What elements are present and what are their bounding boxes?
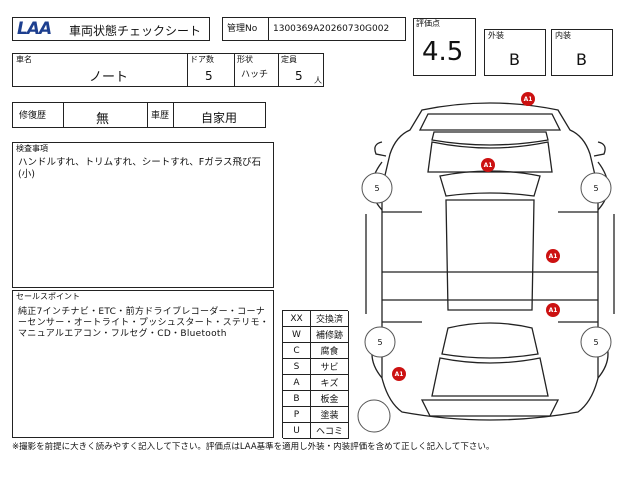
legend-meaning-2: 腐食 [311,343,349,359]
exterior-label: 外装 [488,31,504,40]
legend-code-2: C [283,343,311,359]
rear-right-tire [581,327,611,357]
capacity-label: 定員 [281,55,297,64]
legend-table: XX 交換済 W 補修跡 C 腐食 S サビ A キズ B 板金 P 塗装 U … [282,310,349,439]
legend-code-4: A [283,375,311,391]
front-left-tire [362,173,392,203]
laa-logo: LAA [17,19,52,39]
damage-mark-label-4: A1 [395,371,404,378]
legend-code-7: U [283,423,311,439]
damage-mark-right-front-door [546,249,560,263]
damage-mark-label-0: A1 [524,96,533,103]
front-right-tire [581,173,611,203]
damage-mark-left-rear-quarter [392,367,406,381]
doors-value: 5 [205,69,213,83]
vehicle-info-row: 車名 ノート ドア数 5 形状 ハッチ 定員 5 人 [12,53,324,87]
vehicle-name-value: ノート [89,70,129,85]
legend-code-5: B [283,391,311,407]
hood-panel [432,132,548,145]
management-no-box: 管理No 1300369A20260730G002 [222,17,406,41]
inspection-box: 検査事項 ハンドルすれ、トリムすれ、シートすれ、Fガラス飛び石(小) [12,142,274,288]
usage-value: 自家用 [201,111,238,125]
legend-meaning-0: 交換済 [311,311,349,327]
damage-mark-front-bumper [521,92,535,106]
legend-meaning-3: サビ [311,359,349,375]
score-box: 評価点 4.5 [413,18,476,76]
tire-mark-rr: 5 [593,338,598,347]
legend-meaning-7: ヘコミ [311,423,349,439]
front-bumper [420,114,560,130]
windshield [440,171,540,196]
capacity-value: 5 [295,69,303,83]
interior-label: 内装 [555,31,571,40]
interior-grade-box: 内装 B [551,29,613,76]
rear-glass [442,323,538,358]
damage-mark-right-rear-door [546,303,560,317]
legend-meaning-4: キズ [311,375,349,391]
shape-value: ハッチ [241,70,269,80]
rear-left-tire [365,327,395,357]
legend-code-0: XX [283,311,311,327]
rear-hatch [432,358,548,396]
exterior-grade-box: 外装 B [484,29,546,76]
car-damage-diagram: 5 5 5 5 A1 A1 A1 A1 A1 [352,92,628,438]
legend-meaning-5: 板金 [311,391,349,407]
tire-mark-rl: 5 [377,338,382,347]
shape-label: 形状 [237,55,253,64]
legend-meaning-6: 塗装 [311,407,349,423]
score-label: 評価点 [416,19,440,28]
inspection-label: 検査事項 [16,144,48,153]
repair-value: 無 [96,112,110,127]
spare-tire [358,400,390,432]
exterior-grade-value: B [509,50,520,69]
interior-grade-value: B [576,50,587,69]
sales-points-box: セールスポイント 純正7インチナビ・ETC・前方ドライブレコーダー・コーナーセン… [12,290,274,438]
score-value: 4.5 [422,37,464,67]
legend-code-1: W [283,327,311,343]
sales-points-label: セールスポイント [16,292,80,301]
tire-mark-fr: 5 [593,184,598,193]
history-row: 修復歴 無 車歴 自家用 [12,102,266,128]
sales-points-text: 純正7インチナビ・ETC・前方ドライブレコーダー・コーナーセンサー・オートライト… [18,307,270,339]
tire-mark-fl: 5 [374,184,379,193]
sheet-title: 車両状態チェックシート [69,24,202,38]
usage-label: 車歴 [151,111,170,121]
header-title-box: LAA 車両状態チェックシート [12,17,210,41]
footer-note: ※撮影を前提に大きく読みやすく記入して下さい。評価点はLAA基準を適用し外装・内… [12,442,495,452]
legend-code-3: S [283,359,311,375]
legend-code-6: P [283,407,311,423]
damage-mark-label-3: A1 [549,307,558,314]
management-no-value: 1300369A20260730G002 [273,24,390,34]
management-no-label: 管理No [227,24,258,34]
roof-panel [446,200,534,310]
capacity-unit: 人 [314,76,322,85]
vehicle-name-label: 車名 [16,55,32,64]
repair-label: 修復歴 [19,111,47,121]
rear-bumper [422,400,558,416]
damage-mark-hood [481,158,495,172]
inspection-text: ハンドルすれ、トリムすれ、シートすれ、Fガラス飛び石(小) [18,157,262,180]
car-body-outline [382,103,598,420]
damage-mark-label-2: A1 [549,253,558,260]
legend-meaning-1: 補修跡 [311,327,349,343]
doors-label: ドア数 [190,55,214,64]
damage-mark-label-1: A1 [484,162,493,169]
